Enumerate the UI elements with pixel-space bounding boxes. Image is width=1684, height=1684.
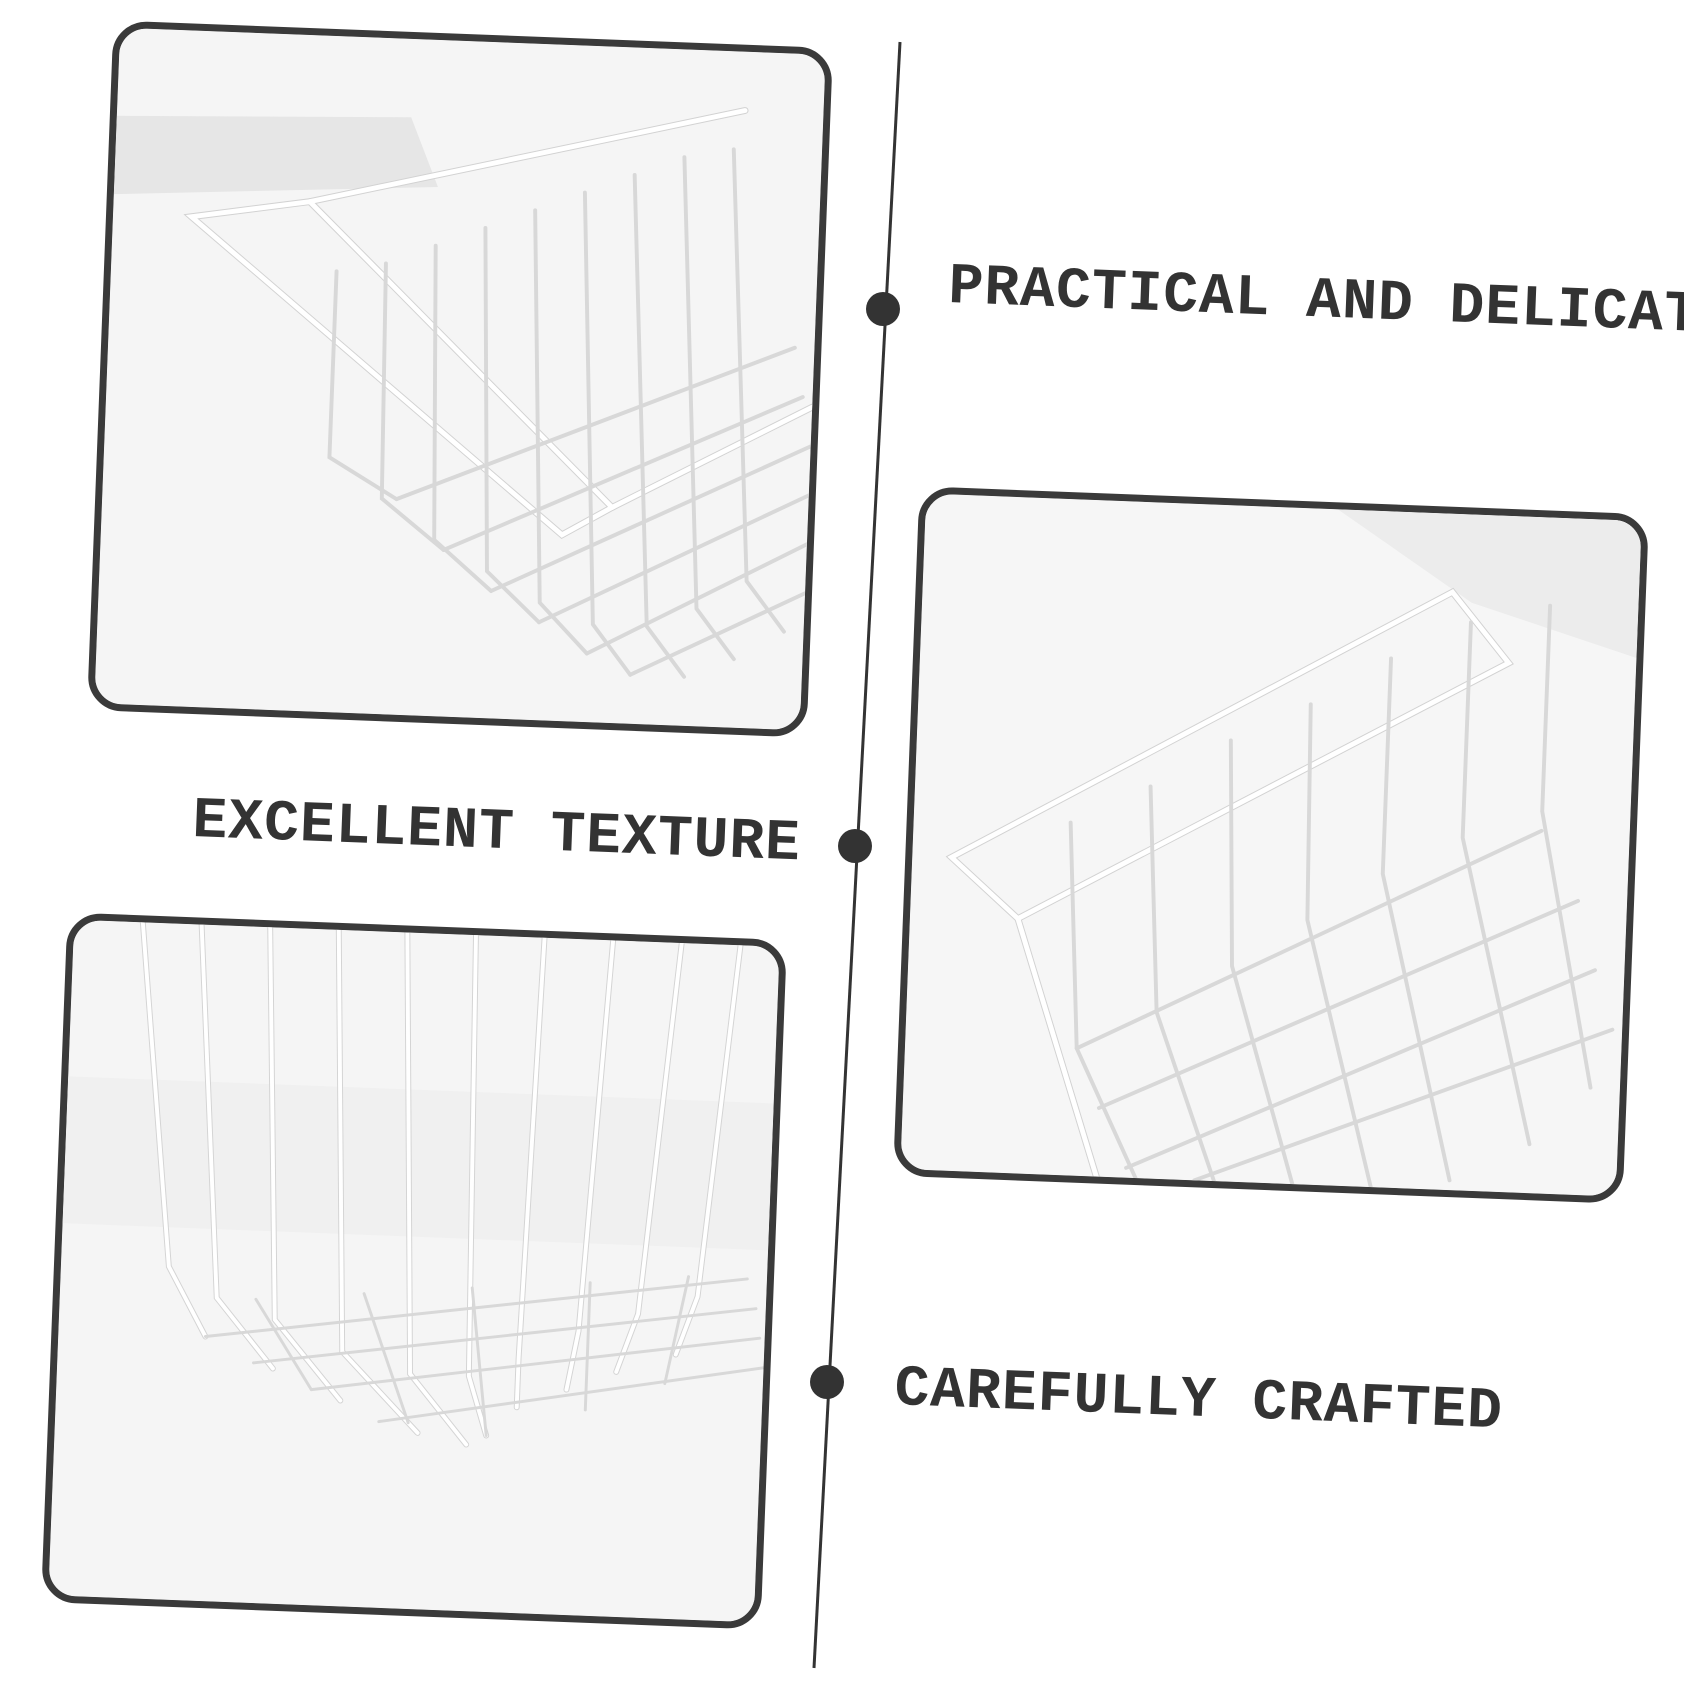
feature-caption-texture: EXCELLENT TEXTURE [191, 788, 803, 878]
wire-basket-image [900, 493, 1642, 1197]
wire-basket-top-view-photo [87, 20, 833, 738]
wire-basket-bottom-view-photo [41, 912, 787, 1630]
wire-basket-image [94, 27, 826, 731]
wire-basket-image [48, 919, 780, 1623]
bullet-dot [838, 829, 872, 863]
wire-basket-side-view-photo [893, 486, 1649, 1204]
feature-caption-practical: PRACTICAL AND DELICATE [947, 254, 1684, 351]
bullet-dot [810, 1365, 844, 1399]
bullet-dot [866, 292, 900, 326]
feature-caption-crafted: CAREFULLY CRAFTED [893, 1356, 1505, 1446]
